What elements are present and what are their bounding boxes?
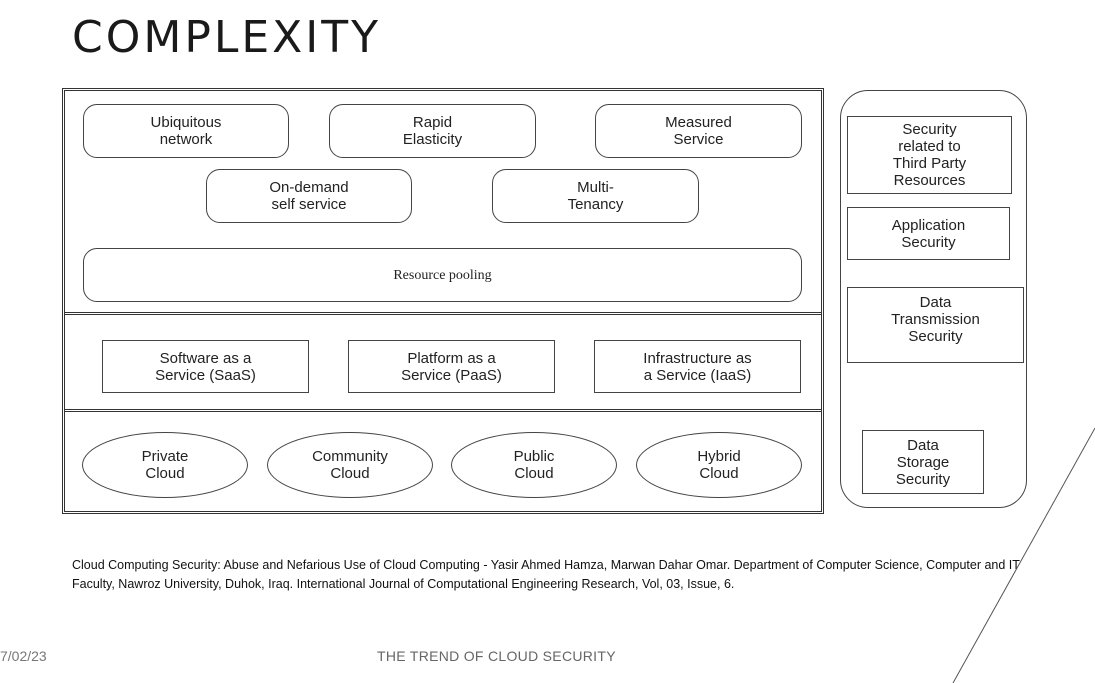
iaas-box: Infrastructure as a Service (IaaS) (594, 340, 801, 393)
footer-title: THE TREND OF CLOUD SECURITY (377, 648, 616, 664)
service-models-layer: Software as a Service (SaaS) Platform as… (65, 315, 821, 412)
cloud-model-frame: Ubiquitous network Rapid Elasticity Meas… (62, 88, 824, 514)
footer-date: 7/02/23 (0, 648, 47, 664)
deployment-models-layer: Private Cloud Community Cloud Public Clo… (65, 412, 821, 511)
third-party-security-box: Security related to Third Party Resource… (847, 116, 1012, 194)
on-demand-self-service-box: On-demand self service (206, 169, 412, 223)
measured-service-box: Measured Service (595, 104, 802, 158)
community-cloud-ellipse: Community Cloud (267, 432, 433, 498)
multi-tenancy-box: Multi- Tenancy (492, 169, 699, 223)
slide-title: COMPLEXITY (72, 12, 382, 63)
ubiquitous-network-box: Ubiquitous network (83, 104, 289, 158)
rapid-elasticity-box: Rapid Elasticity (329, 104, 536, 158)
resource-pooling-box: Resource pooling (83, 248, 802, 302)
citation-text: Cloud Computing Security: Abuse and Nefa… (72, 558, 1020, 591)
private-cloud-ellipse: Private Cloud (82, 432, 248, 498)
paas-box: Platform as a Service (PaaS) (348, 340, 555, 393)
saas-box: Software as a Service (SaaS) (102, 340, 309, 393)
data-transmission-security-box: Data Transmission Security (847, 287, 1024, 363)
characteristics-layer: Ubiquitous network Rapid Elasticity Meas… (65, 91, 821, 315)
public-cloud-ellipse: Public Cloud (451, 432, 617, 498)
data-storage-security-box: Data Storage Security (862, 430, 984, 494)
application-security-box: Application Security (847, 207, 1010, 260)
hybrid-cloud-ellipse: Hybrid Cloud (636, 432, 802, 498)
